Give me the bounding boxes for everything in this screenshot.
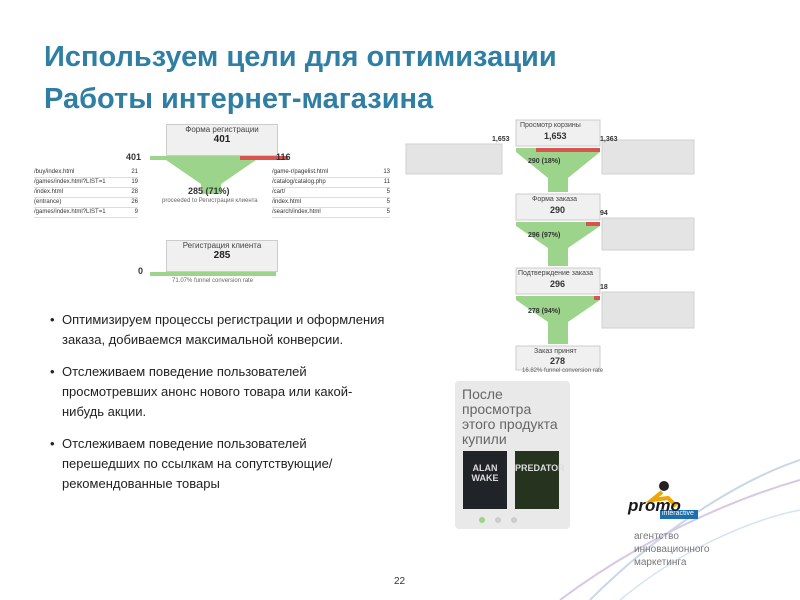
checkout-proceed-count: 296 (97%)	[528, 232, 561, 239]
checkout-step-label: Заказ принят	[534, 348, 577, 355]
checkout-funnel: Просмотр корзины 1,653 1,653 1,363 290 (…	[404, 118, 700, 376]
bullet-list: •Оптимизируем процессы регистрации и офо…	[48, 310, 388, 506]
slide-title: Используем цели для оптимизации Работы и…	[44, 36, 557, 120]
carousel-dot[interactable]	[511, 517, 517, 523]
widget-heading: После просмотра этого продукта купили	[462, 386, 558, 447]
checkout-step-value: 290	[550, 205, 566, 215]
checkout-proceed-count: 290 (18%)	[528, 158, 561, 165]
funnel-step-label: Форма регистрации	[185, 125, 259, 134]
logo-subtitle: interactive	[662, 510, 694, 517]
funnel-bar-green	[150, 272, 276, 276]
funnel-conversion-note: 71.07% funnel conversion rate	[172, 278, 254, 284]
checkout-step-value: 278	[550, 356, 566, 366]
checkout-funnel-graphic	[405, 119, 695, 371]
decorative-curves	[559, 459, 800, 600]
funnel-step-value: 401	[213, 134, 231, 145]
funnel-proceed-note: proceeded to Регистрация клиента	[162, 198, 258, 204]
product-cover-predator[interactable]: PREDATOR	[515, 451, 565, 509]
checkout-step-label: Просмотр корзины	[520, 122, 581, 129]
funnel-step-form: Форма регистрации 401	[166, 124, 278, 156]
funnel-proceed-count: 285 (71%)	[188, 186, 230, 196]
checkout-step-label: Форма заказа	[532, 196, 577, 203]
checkout-step-label: Подтверждение заказа	[518, 270, 593, 277]
funnel-bottom-entries: 0	[138, 266, 144, 276]
checkout-step-value: 1,653	[544, 131, 567, 141]
funnel-step-registration: Регистрация клиента 285	[166, 240, 278, 272]
table-row: (entrance)26	[34, 198, 138, 208]
checkout-exits-count: 18	[600, 284, 608, 291]
bullet-item: •Оптимизируем процессы регистрации и офо…	[50, 312, 385, 347]
logo-wordmark: promo	[628, 496, 681, 515]
registration-funnel: Форма регистрации 401 401 116 /buy/index…	[34, 120, 398, 292]
checkout-exits-count: 1,363	[600, 136, 618, 143]
funnel-step-value: 285	[213, 250, 231, 261]
agency-tagline: агентство инновационного маркетинга	[634, 531, 710, 568]
carousel-dot[interactable]	[479, 517, 485, 523]
bullet-item: •Отслеживаем поведение пользователей про…	[50, 364, 353, 419]
bullet-item: •Отслеживаем поведение пользователей пер…	[50, 436, 333, 491]
recommendation-widget: После просмотра этого продукта купили AL…	[455, 381, 570, 529]
checkout-exits-count: 94	[600, 210, 608, 217]
funnel-bar-red	[240, 156, 288, 160]
checkout-proceed-count: 278 (94%)	[528, 308, 561, 315]
product-cover-alan-wake[interactable]: ALAN WAKE	[463, 451, 507, 509]
checkout-step-value: 296	[550, 279, 566, 289]
funnel-exits-count: 116	[276, 152, 291, 162]
funnel-arrow-shape	[166, 160, 256, 194]
table-row: /cart/5	[272, 188, 390, 198]
page-number: 22	[394, 576, 406, 587]
logo-mark-icon	[645, 481, 698, 519]
promo-logo: promo interactive	[622, 478, 702, 522]
title-line-2: Работы интернет-магазина	[44, 83, 434, 115]
funnel-step-label: Регистрация клиента	[182, 241, 262, 250]
funnel-bar-green	[150, 156, 240, 160]
funnel-conversion-note: 16.82% funnel conversion rate	[522, 368, 604, 374]
carousel-dot[interactable]	[495, 517, 501, 523]
title-line-1: Используем цели для оптимизации	[44, 41, 557, 73]
funnel-entries-count: 401	[126, 152, 142, 162]
checkout-entries-count: 1,653	[492, 136, 510, 143]
